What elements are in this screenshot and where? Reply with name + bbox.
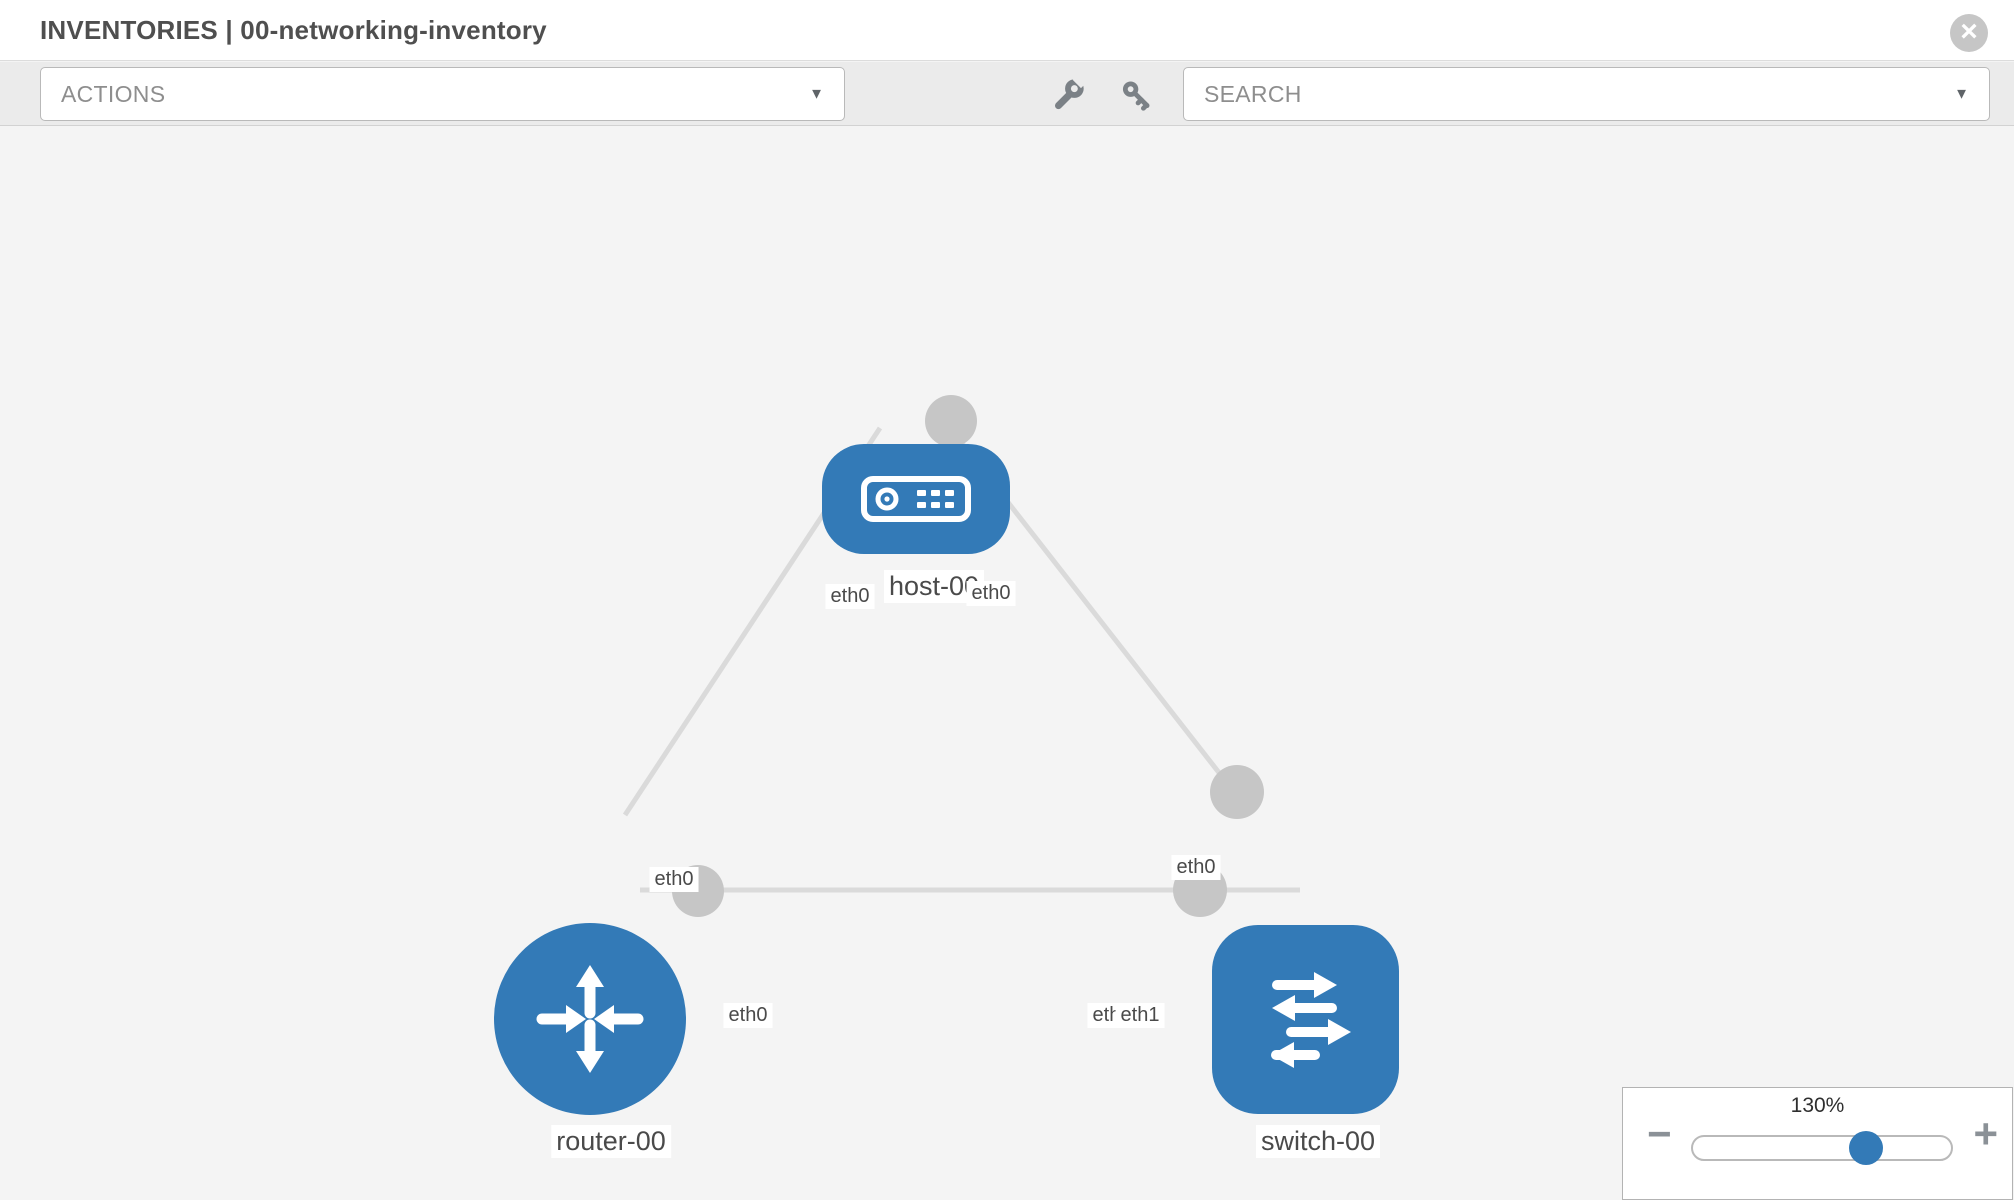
node-label: switch-00 <box>1255 1125 1381 1158</box>
node-label: router-00 <box>551 1125 671 1158</box>
zoom-in-button[interactable]: + <box>1973 1110 1998 1157</box>
chevron-down-icon: ▼ <box>809 85 824 103</box>
interface-dot-switch-top[interactable] <box>1210 765 1264 819</box>
zoom-slider-thumb[interactable] <box>1849 1131 1883 1165</box>
modal-header: INVENTORIES | 00-networking-inventory × <box>0 0 2014 61</box>
interface-label: eth0 <box>649 867 699 892</box>
search-dropdown[interactable]: SEARCH ▼ <box>1183 67 1990 121</box>
chevron-down-icon: ▼ <box>1954 85 1969 103</box>
zoom-out-button[interactable]: − <box>1647 1110 1672 1157</box>
interface-label: eth0 <box>723 1003 773 1028</box>
node-switch-00[interactable] <box>1212 925 1399 1114</box>
actions-dropdown[interactable]: ACTIONS ▼ <box>40 67 845 121</box>
zoom-slider[interactable] <box>1691 1131 1953 1165</box>
wrench-icon[interactable] <box>1051 78 1085 112</box>
toolbar: ACTIONS ▼ SEARCH ▼ <box>0 62 2014 126</box>
zoom-level-value: 130% <box>1790 1094 1845 1117</box>
key-icon[interactable] <box>1120 78 1154 112</box>
interface-label: eth1 <box>1115 1003 1165 1028</box>
page-title: INVENTORIES | 00-networking-inventory <box>40 15 547 45</box>
zoom-control-panel: 130% − + <box>1622 1087 2013 1200</box>
actions-dropdown-label: ACTIONS <box>61 80 166 107</box>
search-dropdown-label: SEARCH <box>1204 80 1302 107</box>
router-icon <box>536 965 644 1073</box>
node-router-00[interactable] <box>494 923 686 1115</box>
node-host-00[interactable] <box>822 444 1010 554</box>
close-icon[interactable]: × <box>1950 14 1988 52</box>
interface-dot-host[interactable] <box>925 395 977 447</box>
topology-links-layer <box>622 395 1300 917</box>
host-icon <box>861 476 971 522</box>
switch-icon <box>1270 971 1351 1068</box>
interface-label: eth0 <box>825 584 875 609</box>
interface-label: eth0 <box>966 581 1016 606</box>
topology-canvas[interactable]: host-00 router-00 switch-00 eth0 eth0 et… <box>0 127 2014 1200</box>
interface-label: eth0 <box>1171 855 1221 880</box>
